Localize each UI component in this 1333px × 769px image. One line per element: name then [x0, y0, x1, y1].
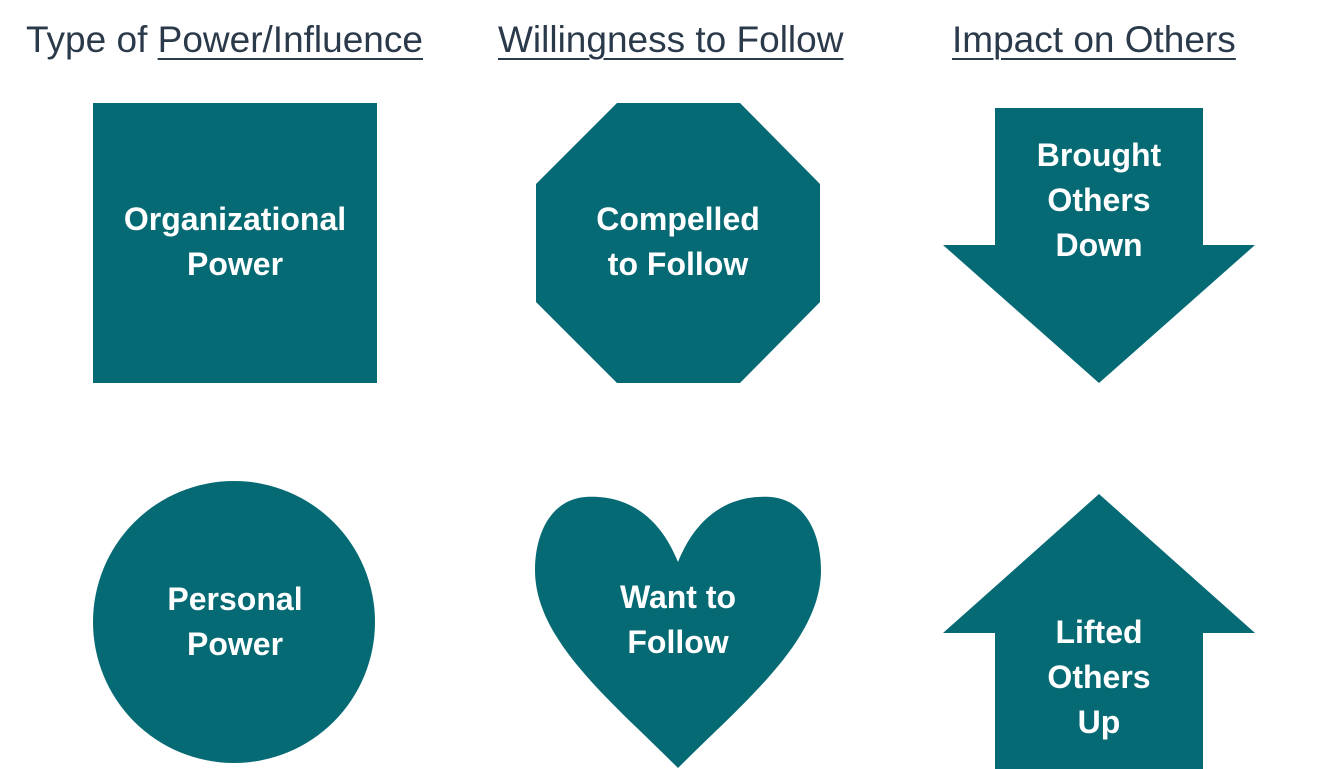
label-line: Organizational: [123, 201, 347, 237]
brought-others-down-label: Brought Others Down: [995, 133, 1203, 268]
want-to-follow-label: Want to Follow: [536, 575, 820, 665]
column-header-underlined: Power/Influence: [157, 19, 423, 60]
octagon-shape: [536, 103, 820, 383]
up-arrow-shape: [943, 494, 1255, 769]
label-line: Brought: [1036, 137, 1162, 173]
label-line: Power: [186, 626, 284, 662]
label-line: Personal: [167, 581, 303, 617]
label-line: Up: [1077, 704, 1121, 740]
heart-shape: [535, 496, 821, 768]
label-line: Others: [1047, 182, 1151, 218]
label-line: to Follow: [607, 246, 749, 282]
column-header-willingness: Willingness to Follow: [498, 18, 843, 62]
column-header-prefix: Type of: [26, 19, 158, 60]
square-shape: [93, 103, 377, 383]
label-line: Follow: [627, 624, 729, 660]
column-header-impact: Impact on Others: [952, 18, 1236, 62]
label-line: Others: [1047, 659, 1151, 695]
organizational-power-label: Organizational Power: [93, 197, 377, 287]
column-header-willingness-text: Willingness to Follow: [498, 19, 844, 60]
label-line: Compelled: [596, 201, 760, 237]
column-header-impact-text: Impact on Others: [952, 19, 1236, 60]
label-line: Down: [1055, 227, 1143, 263]
lifted-others-up-label: Lifted Others Up: [995, 610, 1203, 745]
circle-shape: [93, 481, 375, 763]
down-arrow-shape: [943, 108, 1255, 383]
personal-power-label: Personal Power: [93, 577, 377, 667]
label-line: Lifted: [1055, 614, 1143, 650]
label-line: Power: [186, 246, 284, 282]
compelled-to-follow-label: Compelled to Follow: [536, 197, 820, 287]
column-header-type-of-power: Type of Power/Influence: [26, 18, 423, 62]
label-line: Want to: [619, 579, 737, 615]
